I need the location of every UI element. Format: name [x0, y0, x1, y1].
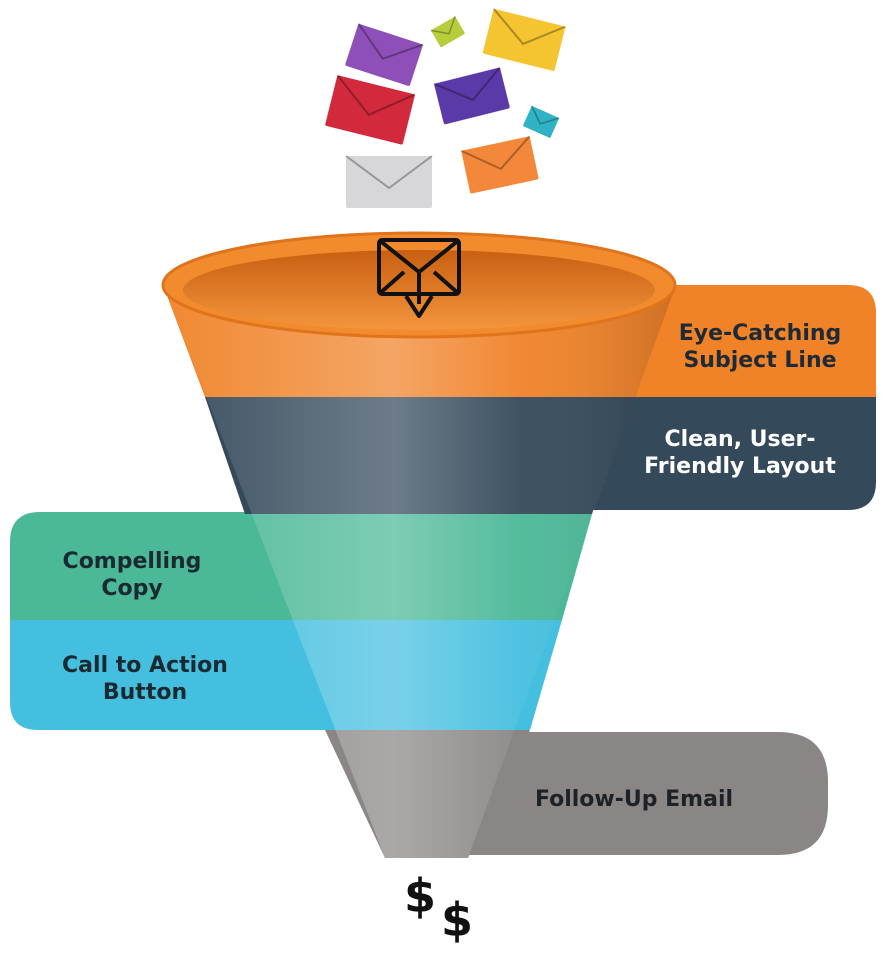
banner-compelling-copy — [10, 512, 320, 620]
label-layout: Clean, User-Friendly Layout — [644, 427, 836, 479]
funnel-gloss — [163, 285, 676, 858]
envelope-icon — [482, 8, 566, 71]
dollar-sign: $ — [441, 893, 473, 947]
dollar-icon: $ $ — [404, 869, 473, 947]
envelope-icon — [430, 16, 465, 48]
banner-follow-up — [440, 732, 828, 855]
envelope-cluster — [325, 8, 566, 208]
label-follow-up: Follow-Up Email — [535, 787, 733, 812]
envelope-icon — [523, 105, 560, 138]
envelope-icon — [345, 155, 433, 208]
envelope-icon — [433, 66, 510, 125]
email-download-icon — [377, 238, 461, 318]
envelope-icon — [345, 23, 424, 86]
dollar-sign: $ — [404, 869, 436, 923]
banner-layout — [560, 397, 876, 510]
envelope-icon — [325, 74, 416, 145]
banner-call-to-action — [10, 620, 340, 730]
envelope-icon — [460, 135, 539, 194]
